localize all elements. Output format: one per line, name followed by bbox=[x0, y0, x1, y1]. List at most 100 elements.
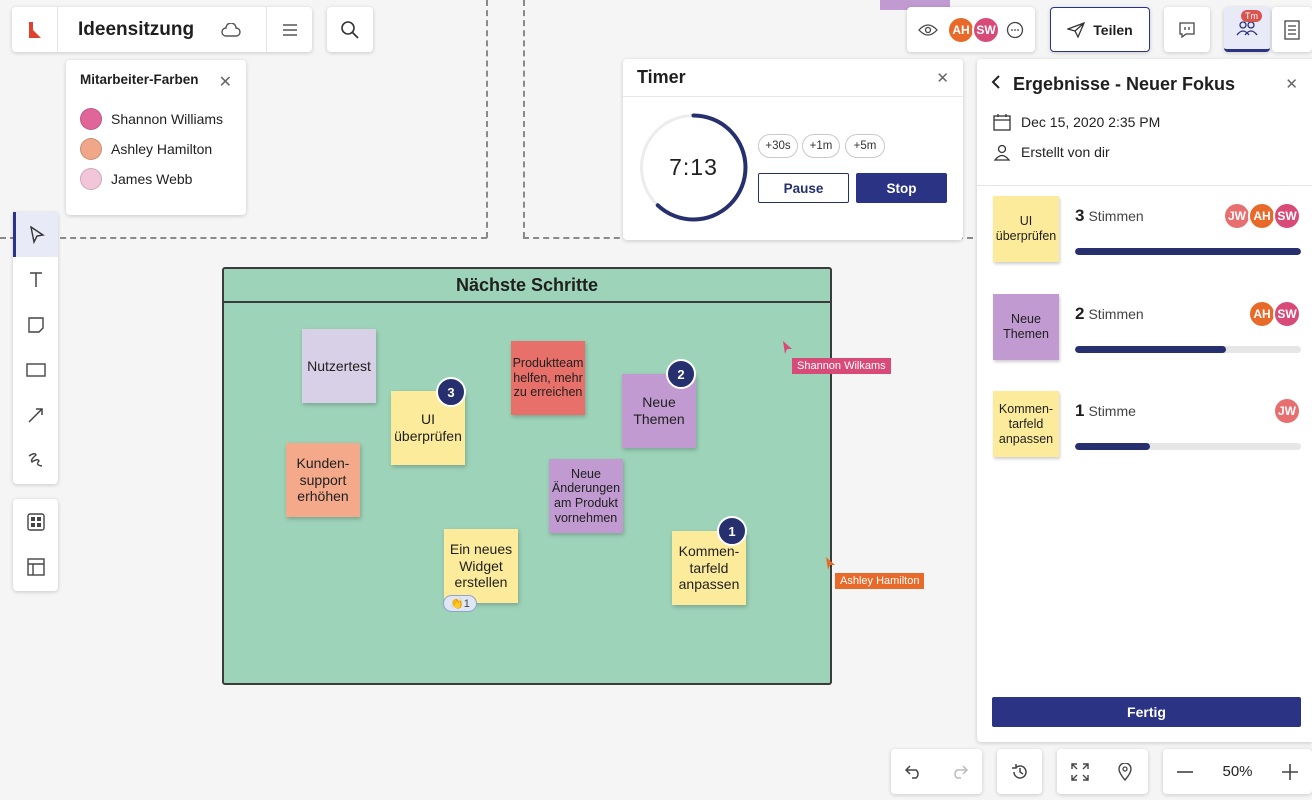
zoom-controls: 50% bbox=[1163, 749, 1312, 794]
avatar[interactable]: AH bbox=[947, 15, 975, 44]
select-tool-icon[interactable] bbox=[13, 212, 58, 257]
connector-tool-icon[interactable] bbox=[13, 392, 58, 437]
vote-count-badge: 2 bbox=[666, 359, 696, 389]
comment-icon[interactable] bbox=[1164, 7, 1210, 52]
partial-sticky-note[interactable] bbox=[880, 0, 950, 10]
person-icon bbox=[993, 144, 1011, 161]
cursor-label: Ashley Hamilton bbox=[835, 573, 925, 589]
color-swatch bbox=[80, 138, 102, 160]
vote-count-badge: 1 bbox=[717, 516, 747, 546]
sticky-note[interactable]: Nutzertest bbox=[302, 329, 376, 403]
undo-icon[interactable] bbox=[891, 749, 936, 794]
done-button[interactable]: Fertig bbox=[992, 697, 1301, 727]
avatar: JW bbox=[1273, 397, 1301, 425]
close-icon[interactable]: ✕ bbox=[218, 74, 232, 91]
collaborator-colors-panel: Mitarbeiter-Farben ✕ Shannon Williams As… bbox=[66, 60, 246, 215]
result-note: UI überprüfen bbox=[993, 196, 1059, 262]
cursor-arrow-icon bbox=[826, 557, 835, 570]
frame-tool-icon[interactable] bbox=[13, 544, 58, 589]
zoom-out-icon[interactable] bbox=[1163, 749, 1208, 794]
add-5m-button[interactable]: +5m bbox=[845, 134, 885, 158]
board-title[interactable]: Ideensitzung bbox=[78, 18, 195, 40]
zoom-in-icon[interactable] bbox=[1267, 749, 1312, 794]
fit-screen-icon[interactable] bbox=[1057, 749, 1102, 794]
voter-avatars: AH SW bbox=[1248, 300, 1301, 328]
notification-badge: Tm bbox=[1241, 10, 1262, 22]
result-date: Dec 15, 2020 2:35 PM bbox=[1021, 114, 1161, 130]
menu-icon[interactable] bbox=[266, 7, 312, 52]
sticky-note-tool-icon[interactable] bbox=[13, 302, 58, 347]
add-30s-button[interactable]: +30s bbox=[758, 134, 798, 158]
vote-progress-bar bbox=[1075, 248, 1301, 255]
voter-avatars: JW AH SW bbox=[1223, 202, 1301, 230]
history-button-panel bbox=[997, 749, 1042, 794]
cloud-sync-icon[interactable] bbox=[208, 7, 254, 52]
voter-avatars: JW bbox=[1273, 397, 1301, 425]
collaborator-row: Shannon Williams bbox=[66, 104, 246, 134]
send-icon bbox=[1067, 21, 1086, 38]
zoom-level[interactable]: 50% bbox=[1222, 763, 1253, 780]
sticky-note[interactable]: Ein neues Widget erstellen bbox=[444, 529, 518, 603]
dashed-frame-border bbox=[523, 0, 525, 238]
dashed-frame-border bbox=[0, 237, 487, 239]
redo-icon[interactable] bbox=[936, 749, 981, 794]
vote-count-badge: 3 bbox=[436, 377, 466, 407]
avatar: JW bbox=[1223, 202, 1251, 230]
results-panel: Ergebnisse - Neuer Fokus ✕ Dec 15, 2020 … bbox=[977, 59, 1312, 742]
vote-progress-bar bbox=[1075, 443, 1301, 450]
add-1m-button[interactable]: +1m bbox=[802, 134, 840, 158]
avatar: SW bbox=[1273, 202, 1301, 230]
reaction-badge[interactable]: 👏1 bbox=[443, 595, 477, 612]
pause-button[interactable]: Pause bbox=[758, 173, 849, 203]
top-toolbar: Ideensitzung bbox=[12, 7, 312, 52]
frame-title[interactable]: Nächste Schritte bbox=[224, 269, 830, 303]
chat-icon[interactable] bbox=[1002, 21, 1028, 39]
collaborator-name: James Webb bbox=[111, 171, 193, 187]
sticky-note[interactable]: UI überprüfen bbox=[391, 391, 465, 465]
color-swatch bbox=[80, 168, 102, 190]
text-tool-icon[interactable] bbox=[13, 257, 58, 302]
pen-tool-icon[interactable] bbox=[13, 437, 58, 482]
stop-button[interactable]: Stop bbox=[856, 173, 947, 203]
collaborator-row: Ashley Hamilton bbox=[66, 134, 246, 164]
left-toolbar bbox=[13, 212, 58, 484]
result-note: Neue Themen bbox=[993, 294, 1059, 360]
avatar: AH bbox=[1248, 300, 1276, 328]
calendar-icon bbox=[993, 114, 1011, 131]
timer-progress-ring bbox=[639, 113, 748, 222]
close-icon[interactable]: ✕ bbox=[1285, 76, 1298, 93]
sticky-note[interactable]: Kunden-support erhöhen bbox=[286, 443, 360, 517]
eye-icon[interactable] bbox=[913, 23, 943, 37]
location-pin-icon[interactable] bbox=[1102, 749, 1147, 794]
cursor-label: Shannon Wilkams bbox=[792, 358, 891, 374]
app-logo-icon[interactable] bbox=[12, 7, 58, 52]
sticky-note[interactable]: Produktteam helfen, mehr zu erreichen bbox=[511, 341, 585, 415]
collaborator-name: Shannon Williams bbox=[111, 111, 224, 127]
close-icon[interactable]: ✕ bbox=[936, 69, 949, 87]
sticky-note[interactable]: Neue Änderungen am Produkt vornehmen bbox=[549, 459, 623, 533]
share-button[interactable]: Teilen bbox=[1050, 7, 1150, 52]
version-history-icon[interactable] bbox=[997, 749, 1042, 794]
back-icon[interactable] bbox=[991, 74, 1001, 95]
shape-tool-icon[interactable] bbox=[13, 347, 58, 392]
timer-title: Timer bbox=[637, 67, 686, 87]
collaborator-name: Ashley Hamilton bbox=[111, 141, 213, 157]
frame-naechste-schritte[interactable]: Nächste Schritte Nutzertest Kunden-suppo… bbox=[222, 267, 832, 685]
cursor-arrow-icon bbox=[783, 341, 792, 354]
search-icon[interactable] bbox=[327, 7, 373, 52]
share-label: Teilen bbox=[1093, 21, 1133, 38]
history-controls bbox=[891, 749, 982, 794]
collaborator-row: James Webb bbox=[66, 164, 246, 194]
panel-title: Mitarbeiter-Farben bbox=[80, 72, 199, 87]
notes-icon[interactable] bbox=[1272, 7, 1312, 52]
templates-icon[interactable] bbox=[13, 499, 58, 544]
timer-value: 7:13 bbox=[669, 154, 718, 180]
avatar[interactable]: SW bbox=[972, 15, 1000, 44]
view-controls bbox=[1057, 749, 1148, 794]
avatar: SW bbox=[1273, 300, 1301, 328]
